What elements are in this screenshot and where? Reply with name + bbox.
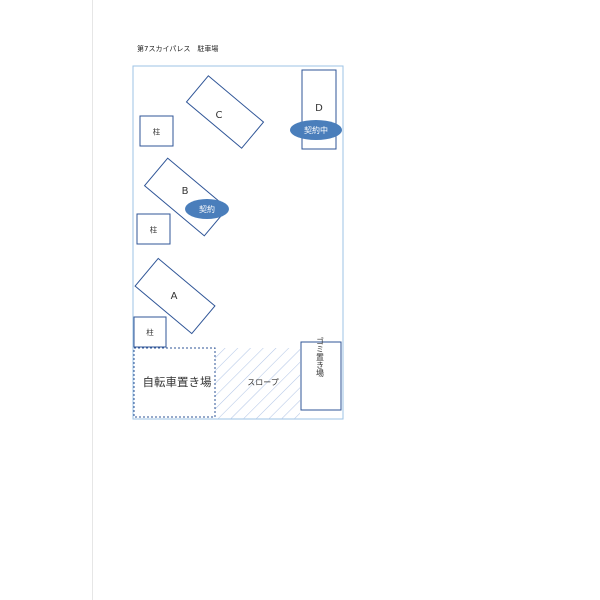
space-label: C [216, 110, 223, 121]
space-label: B [182, 186, 189, 197]
contract-badge-label: 契約中 [304, 125, 328, 135]
pillar-label: 柱 [150, 225, 158, 235]
contract-badge-label: 契約 [199, 204, 215, 214]
contract-badge [290, 120, 342, 140]
parking-space-c: C [185, 75, 265, 149]
page-title: 第7スカイパレス 駐車場 [137, 45, 219, 53]
paper-edge [92, 0, 93, 600]
pillar-label: 柱 [146, 327, 154, 337]
pillar: 柱 [133, 316, 167, 348]
contract-badge [185, 199, 229, 219]
space-label: D [315, 103, 323, 114]
slope-area [215, 348, 300, 419]
slope-label: スロープ [247, 378, 279, 387]
parking-space-b: B 契約 [143, 157, 229, 237]
garbage-label: ゴミ置き場 [316, 336, 325, 378]
pillar-label: 柱 [153, 127, 161, 137]
parking-space-a: A [134, 257, 216, 335]
pillar: 柱 [139, 115, 174, 147]
parking-space-d: D 契約中 [290, 69, 342, 150]
bicycle-parking-area [133, 347, 216, 418]
garbage-area [300, 341, 342, 411]
pillar: 柱 [136, 213, 171, 245]
bicycle-parking-label: 自転車置き場 [143, 375, 212, 389]
space-label: A [171, 291, 178, 302]
